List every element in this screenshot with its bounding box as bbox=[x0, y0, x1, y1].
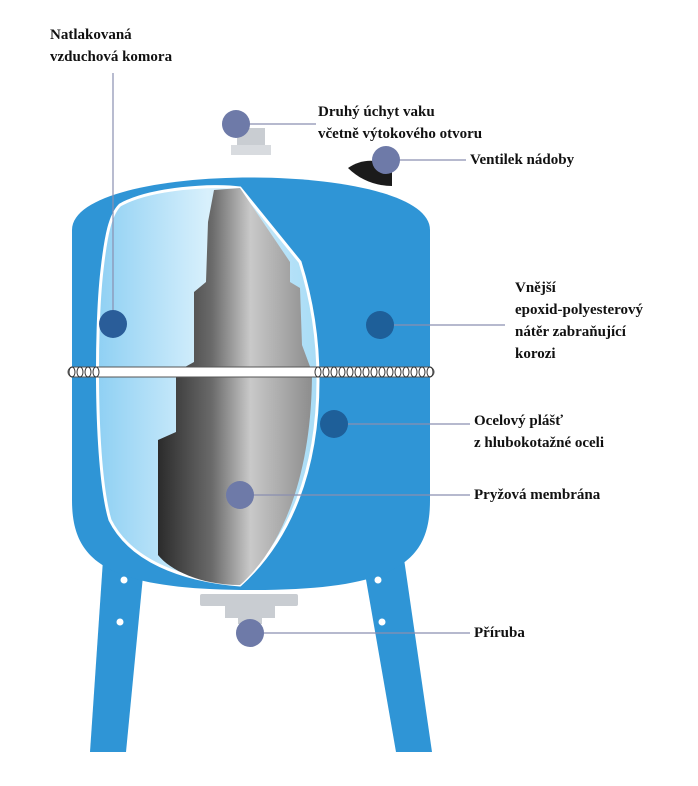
marker-bag-mount bbox=[222, 110, 250, 138]
label-line: Ocelový plášť bbox=[474, 413, 564, 429]
leader-lines bbox=[112, 73, 505, 634]
label-line: nátěr zabraňující bbox=[515, 324, 626, 340]
leg-hole bbox=[378, 618, 386, 626]
leg-hole bbox=[116, 618, 124, 626]
label-line: Ventilek nádoby bbox=[470, 152, 575, 168]
label-bag-mount: Druhý úchyt vaku včetně výtokového otvor… bbox=[318, 101, 482, 145]
label-line: z hlubokotažné oceli bbox=[474, 435, 604, 451]
label-line: Příruba bbox=[474, 625, 525, 641]
label-line: Druhý úchyt vaku bbox=[318, 104, 435, 120]
label-air-chamber: Natlakovaná vzduchová komora bbox=[50, 24, 172, 68]
tank-leg-right bbox=[360, 545, 432, 752]
label-line: korozi bbox=[515, 346, 556, 362]
label-valve: Ventilek nádoby bbox=[470, 149, 574, 171]
label-line: Vnější bbox=[515, 280, 556, 296]
tank-leg-left bbox=[90, 545, 146, 752]
label-line: včetně výtokového otvoru bbox=[318, 126, 483, 142]
marker-coating bbox=[366, 311, 394, 339]
label-line: Pryžová membrána bbox=[474, 487, 601, 503]
marker-flange bbox=[236, 619, 264, 647]
rubber-membrane bbox=[158, 188, 312, 585]
tank-band-ribs bbox=[68, 366, 434, 378]
label-line: Natlakovaná bbox=[50, 27, 132, 43]
label-membrane: Pryžová membrána bbox=[474, 484, 600, 506]
leg-hole bbox=[120, 576, 128, 584]
label-coating: Vnější epoxid-polyesterový nátěr zabraňu… bbox=[515, 277, 643, 365]
label-flange: Příruba bbox=[474, 622, 525, 644]
label-shell: Ocelový plášť z hlubokotažné oceli bbox=[474, 410, 604, 454]
marker-valve bbox=[372, 146, 400, 174]
label-line: vzduchová komora bbox=[50, 49, 173, 65]
tank-band bbox=[67, 366, 435, 378]
leg-hole bbox=[374, 576, 382, 584]
marker-shell bbox=[320, 410, 348, 438]
marker-membrane bbox=[226, 481, 254, 509]
label-line: epoxid-polyesterový bbox=[515, 302, 644, 318]
marker-air-chamber bbox=[99, 310, 127, 338]
